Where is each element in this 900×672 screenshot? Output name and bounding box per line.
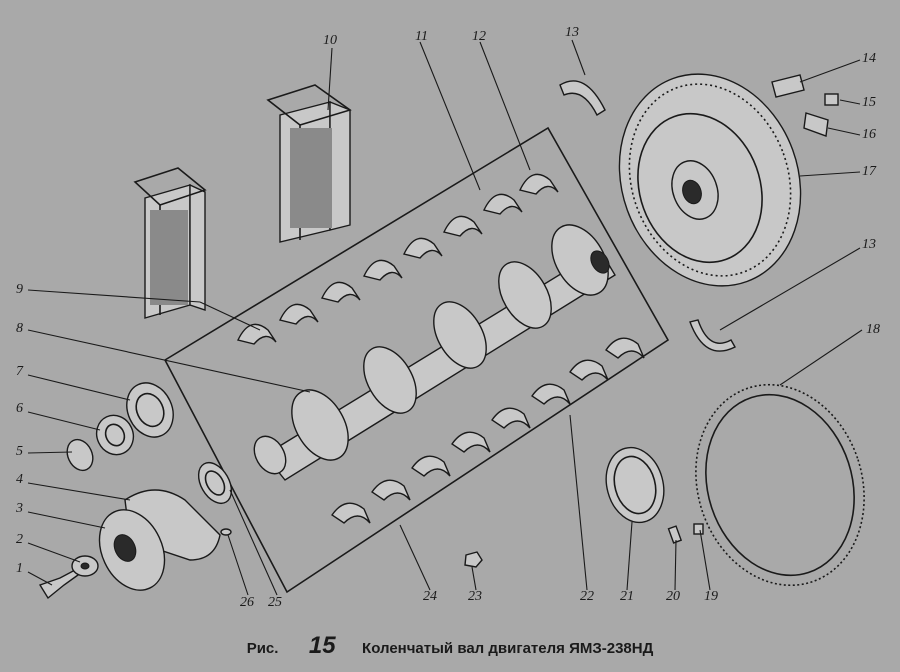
flywheel	[618, 73, 802, 287]
ring-gear	[695, 383, 865, 587]
leader-lines	[27, 39, 863, 596]
callout-20: 20	[666, 589, 680, 604]
callout-3: 3	[15, 501, 23, 516]
callout-1: 1	[16, 561, 23, 576]
callout-13-right: 13	[862, 237, 876, 252]
callout-6: 6	[16, 401, 23, 416]
callout-8: 8	[16, 321, 23, 336]
callout-7: 7	[16, 364, 24, 379]
callout-12: 12	[472, 29, 486, 44]
caption-prefix: Рис.	[246, 640, 279, 657]
callout-5: 5	[16, 444, 23, 459]
figure-number: 15	[308, 632, 336, 659]
callout-13-top: 13	[565, 25, 579, 40]
packing-box-right	[266, 84, 352, 243]
upper-bearing-shells	[236, 173, 559, 345]
lower-bearing-shells	[331, 337, 645, 524]
figure-caption: Рис. 15 Коленчатый вал двигателя ЯМЗ-238…	[0, 632, 900, 660]
packing-box-left	[133, 167, 207, 319]
callout-4: 4	[16, 472, 23, 487]
crankshaft	[253, 224, 616, 481]
callout-26: 26	[240, 595, 254, 610]
assembly-frame	[163, 126, 670, 594]
callout-10: 10	[323, 33, 337, 48]
callout-16: 16	[862, 127, 876, 142]
callout-24: 24	[423, 589, 437, 604]
callout-18: 18	[866, 322, 880, 337]
figure-title: Коленчатый вал двигателя ЯМЗ-238НД	[362, 640, 654, 657]
callout-23: 23	[468, 589, 482, 604]
callout-labels: 1 2 3 4 5 6 7 8 9 10 11 12 13 14 15 16 1…	[15, 25, 880, 610]
thrust-and-seal	[464, 74, 839, 568]
callout-21: 21	[620, 589, 634, 604]
callout-11: 11	[415, 29, 428, 44]
front-components	[98, 462, 233, 591]
callout-14: 14	[862, 51, 876, 66]
callout-19: 19	[704, 589, 718, 604]
callout-25: 25	[268, 595, 282, 610]
callout-2: 2	[16, 532, 23, 547]
callout-22: 22	[580, 589, 594, 604]
callout-15: 15	[862, 95, 876, 110]
callout-17: 17	[862, 164, 877, 179]
callout-9: 9	[16, 282, 23, 297]
small-parts	[38, 382, 232, 600]
